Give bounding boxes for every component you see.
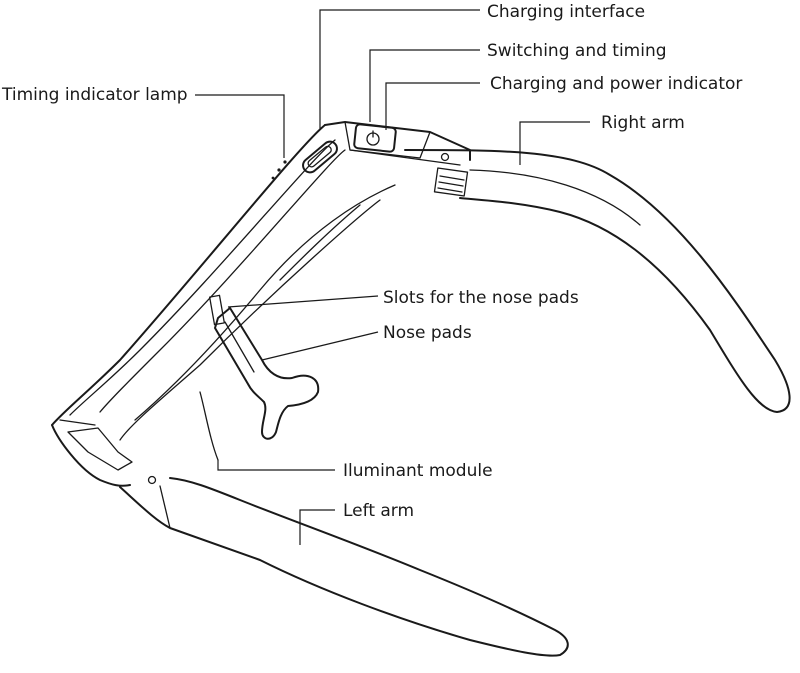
timing-lamp: [271, 160, 287, 180]
right-arm: [404, 149, 791, 413]
label-nose-pads: Nose pads: [383, 323, 472, 343]
label-right-arm: Right arm: [601, 113, 685, 133]
label-charging-interface: Charging interface: [487, 2, 645, 22]
frame: [51, 121, 471, 487]
label-charging-and-power-indicator: Charging and power indicator: [490, 74, 742, 94]
label-illuminant-module: Iluminant module: [343, 461, 493, 481]
left-arm: [119, 477, 569, 657]
labels: Charging interface Switching and timing …: [1, 2, 742, 521]
label-timing-indicator-lamp: Timing indicator lamp: [1, 85, 188, 105]
leaders: [195, 9, 590, 545]
charging-port: [302, 140, 338, 174]
label-left-arm: Left arm: [343, 501, 414, 521]
label-slots-for-nose-pads: Slots for the nose pads: [383, 288, 579, 308]
power-button: [353, 123, 397, 153]
label-switching-and-timing: Switching and timing: [487, 41, 667, 61]
illuminant-module: [199, 391, 219, 461]
nose-pad: [208, 294, 320, 440]
